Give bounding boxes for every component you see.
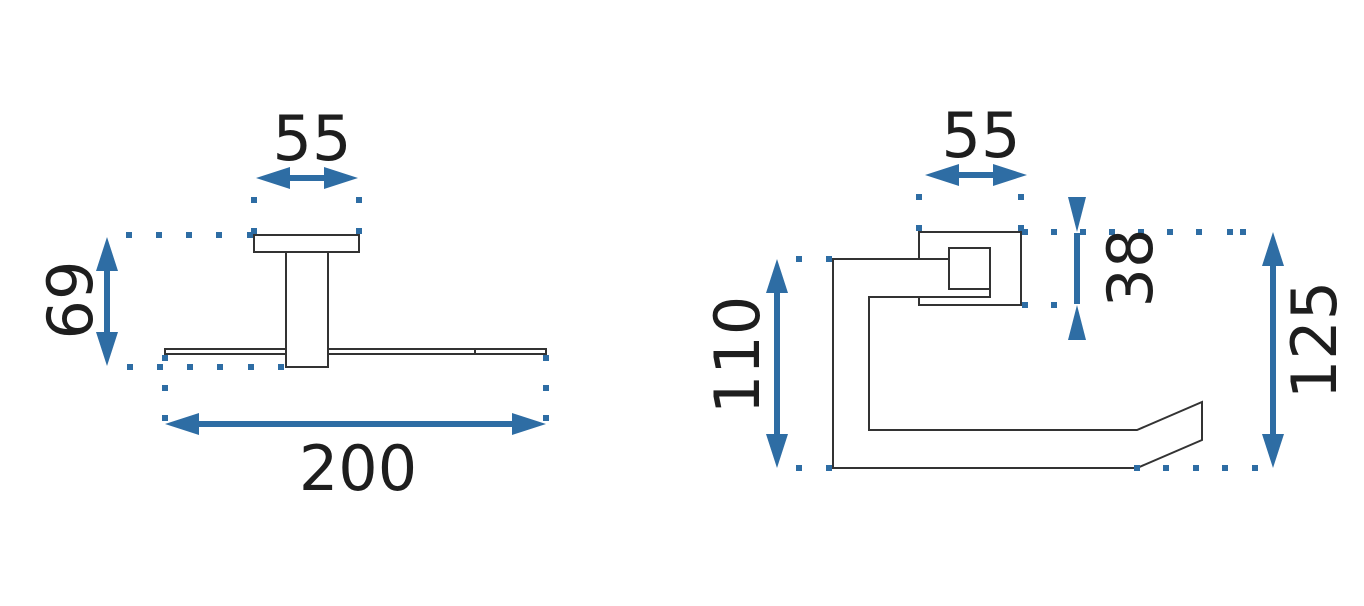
arrow-head — [96, 332, 118, 366]
arrow-bar — [198, 421, 513, 427]
arrow-bar — [774, 292, 780, 435]
stem — [285, 251, 329, 368]
extension-dot — [1022, 229, 1028, 235]
extension-dot — [162, 355, 168, 361]
arrow-bar — [1074, 233, 1080, 304]
side-view: 55 69 200 — [34, 102, 549, 505]
extension-dot — [796, 256, 802, 262]
arrow-69 — [96, 237, 118, 366]
extension-dot — [156, 232, 162, 238]
arrow-head-down — [1068, 197, 1086, 232]
arrow-bar — [958, 172, 994, 178]
arrow-head — [1262, 232, 1284, 266]
arrow-bar — [104, 270, 110, 333]
arrow-head — [766, 259, 788, 293]
arrow-head — [925, 164, 959, 186]
extension-dot — [248, 364, 254, 370]
ring-mount-block — [948, 247, 991, 290]
extension-dot — [126, 232, 132, 238]
arrow-head — [256, 167, 290, 189]
extension-dot — [1109, 229, 1115, 235]
arrow-head — [766, 434, 788, 468]
extension-dot — [356, 228, 362, 234]
extension-dot — [1138, 229, 1144, 235]
extension-dot — [356, 197, 362, 203]
extension-dot — [1163, 465, 1169, 471]
arrow-55-front — [925, 164, 1027, 186]
extension-dot — [1134, 465, 1140, 471]
extension-dot — [1252, 465, 1258, 471]
arrow-55-side — [256, 167, 358, 189]
extension-dot — [216, 232, 222, 238]
wall-plate — [253, 234, 360, 253]
extension-dot — [796, 465, 802, 471]
extension-dot — [916, 194, 922, 200]
arrow-head — [96, 237, 118, 271]
arrow-head — [993, 164, 1027, 186]
extension-dot — [1193, 465, 1199, 471]
extension-dot — [826, 465, 832, 471]
front-view: 55 38 110 125 — [701, 99, 1351, 471]
arrow-head-up — [1068, 305, 1086, 340]
extension-dot — [1222, 465, 1228, 471]
dim-label-38: 38 — [1094, 229, 1167, 308]
dim-label-125: 125 — [1278, 281, 1351, 399]
extension-dot — [217, 364, 223, 370]
extension-dot — [1051, 302, 1057, 308]
arrow-125 — [1262, 232, 1284, 468]
extension-dot — [1167, 229, 1173, 235]
dim-label-200: 200 — [299, 432, 417, 505]
extension-dot — [1018, 194, 1024, 200]
extension-dots — [796, 194, 1258, 471]
extension-dot — [1018, 225, 1024, 231]
extension-dot — [1196, 229, 1202, 235]
extension-dot — [1022, 302, 1028, 308]
dim-label-55-front: 55 — [942, 99, 1021, 172]
extension-dot — [278, 364, 284, 370]
extension-dot — [826, 256, 832, 262]
extension-dot — [187, 364, 193, 370]
extension-dot — [247, 232, 253, 238]
extension-dot — [543, 415, 549, 421]
extension-dot — [1080, 229, 1086, 235]
dim-label-69: 69 — [34, 261, 107, 340]
arrow-head — [165, 413, 199, 435]
extension-dot — [186, 232, 192, 238]
arrow-head — [512, 413, 546, 435]
dim-label-55-side: 55 — [273, 102, 352, 175]
arrow-head — [324, 167, 358, 189]
extension-dots — [126, 197, 549, 421]
extension-dot — [1240, 229, 1246, 235]
dim-label-110: 110 — [701, 296, 774, 414]
extension-dot — [916, 225, 922, 231]
arrow-bar — [1270, 265, 1276, 435]
arrow-200 — [165, 413, 546, 435]
extension-dot — [162, 415, 168, 421]
arrow-bar — [289, 175, 325, 181]
arrow-38 — [1068, 197, 1086, 340]
extension-dot — [251, 197, 257, 203]
extension-dot — [543, 385, 549, 391]
extension-dot — [543, 355, 549, 361]
arrow-head — [1262, 434, 1284, 468]
towel-bar — [164, 348, 547, 355]
extension-dot — [127, 364, 133, 370]
extension-dot — [251, 228, 257, 234]
extension-dot — [162, 385, 168, 391]
arrow-110 — [766, 259, 788, 468]
extension-dot — [1051, 229, 1057, 235]
extension-dot — [157, 364, 163, 370]
extension-dot — [1227, 229, 1233, 235]
